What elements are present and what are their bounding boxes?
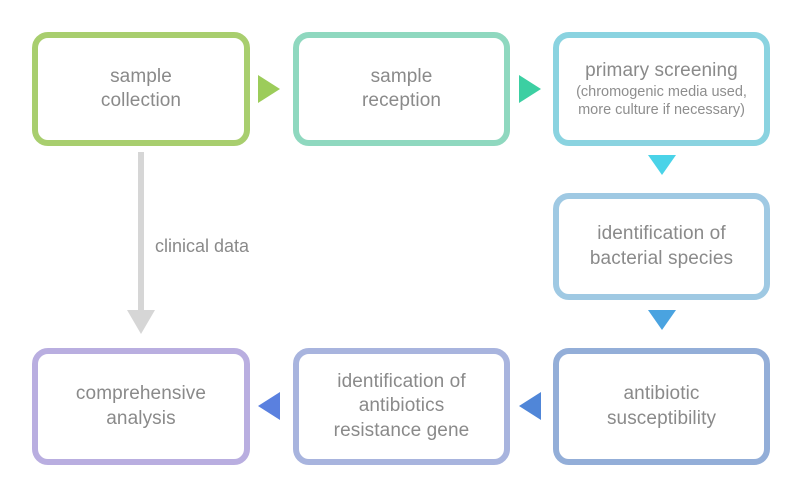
node-sample-collection[interactable]: sample collection — [32, 32, 250, 146]
node-antibiotic-susceptibility[interactable]: antibiotic susceptibility — [553, 348, 770, 465]
node-label-line1: identification of — [337, 371, 466, 393]
node-label-line1: identification of — [597, 223, 726, 245]
node-primary-screening[interactable]: primary screening (chromogenic media use… — [553, 32, 770, 146]
node-label-line1: sample — [110, 65, 172, 87]
node-label-line2: analysis — [106, 407, 176, 429]
arrow-susceptibility-to-resistance-gene — [519, 392, 541, 420]
node-label-line2: bacterial species — [589, 247, 734, 269]
node-label-line2: antibiotics — [358, 395, 445, 417]
node-sample-reception[interactable]: sample reception — [293, 32, 510, 146]
arrow-species-to-susceptibility — [648, 310, 676, 330]
node-label-line1: sample — [370, 65, 433, 87]
node-identification-of-bacterial-species[interactable]: identification of bacterial species — [553, 193, 770, 300]
arrow-screening-to-species — [648, 155, 676, 175]
node-label-line2: collection — [100, 90, 182, 111]
node-label-line1: comprehensive — [75, 383, 207, 405]
arrow-clinical-data-shaft — [138, 152, 144, 312]
node-label-line2: susceptibility — [606, 407, 717, 429]
node-label-line1: primary screening — [585, 59, 738, 81]
node-sublabel: (chromogenic media used, more culture if… — [576, 83, 747, 118]
arrow-collection-to-reception — [258, 75, 280, 103]
arrow-reception-to-screening — [519, 75, 541, 103]
label-clinical-data: clinical data — [155, 236, 250, 256]
node-label-line2: reception — [361, 90, 442, 111]
arrow-resistance-gene-to-comprehensive-analysis — [258, 392, 280, 420]
node-identification-of-antibiotics-resistance-gene[interactable]: identification of antibiotics resistance… — [293, 348, 510, 465]
node-label-line3: resistance gene — [333, 419, 470, 441]
node-comprehensive-analysis[interactable]: comprehensive analysis — [32, 348, 250, 465]
node-label-line1: antibiotic — [623, 383, 700, 405]
arrow-clinical-data-head — [127, 310, 155, 334]
